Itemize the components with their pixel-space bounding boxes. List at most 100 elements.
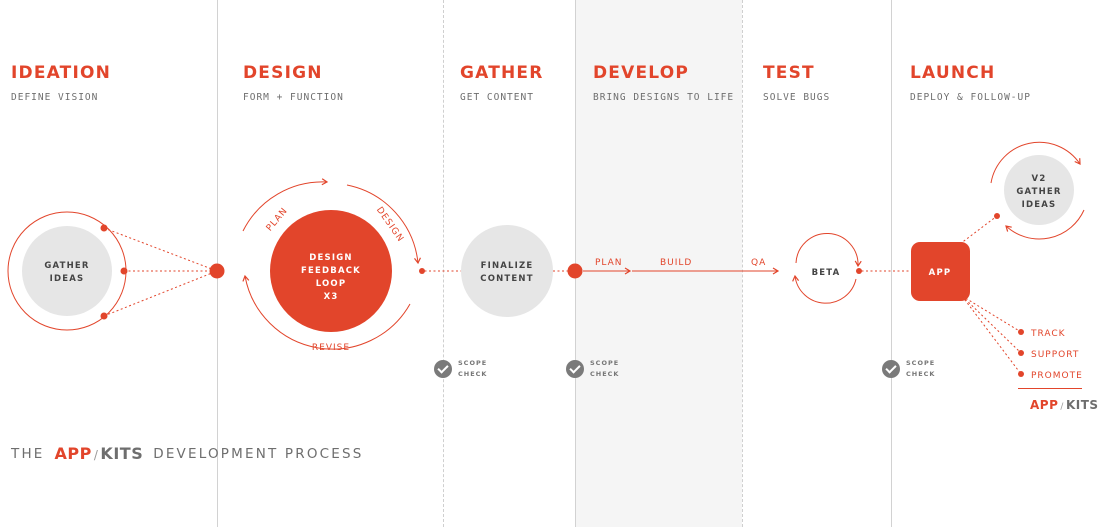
stage-title: IDEATION xyxy=(11,63,112,83)
stage-subtitle: GET CONTENT xyxy=(460,92,534,103)
loop-label-plan: PLAN xyxy=(265,206,290,234)
loop-arc-top xyxy=(242,178,329,232)
stage-subtitle: DEFINE VISION xyxy=(11,92,99,103)
scope-check-label: SCOPE CHECK xyxy=(458,358,487,380)
stage-title: DESIGN xyxy=(243,63,323,83)
stage-title: TEST xyxy=(763,63,815,83)
logo-kits: KITS xyxy=(100,444,144,463)
divider-gather-develop xyxy=(575,0,576,527)
loop-arc-right xyxy=(346,184,422,265)
footer-title: THE APP/KITS DEVELOPMENT PROCESS xyxy=(11,444,364,463)
node-label: GATHER xyxy=(1016,187,1061,197)
node-label: V2 xyxy=(1032,174,1047,184)
divider-design-gather xyxy=(443,0,444,527)
stage-develop: DEVELOP BRING DESIGNS TO LIFE xyxy=(593,62,734,103)
node-label: DESIGN xyxy=(309,253,352,263)
node-label: X3 xyxy=(324,292,339,302)
appkits-logo: APP/KITS xyxy=(1030,398,1099,412)
scope-check-label: SCOPE CHECK xyxy=(906,358,935,380)
node-label: IDEAS xyxy=(50,274,85,284)
stage-launch: LAUNCH DEPLOY & FOLLOW-UP xyxy=(910,62,1031,103)
ring-dot xyxy=(100,312,108,320)
stage-subtitle: DEPLOY & FOLLOW-UP xyxy=(910,92,1031,103)
small-dot xyxy=(1018,350,1024,356)
footer-brand-logo: APP/KITS xyxy=(55,444,144,463)
scope-line: CHECK xyxy=(906,370,936,378)
design-feedback-loop-node xyxy=(270,210,392,332)
scope-line: CHECK xyxy=(590,370,620,378)
launch-connectors xyxy=(961,295,1022,375)
stage-subtitle: FORM + FUNCTION xyxy=(243,92,344,103)
gather-ideas-node xyxy=(22,226,112,316)
logo-app: APP xyxy=(1030,398,1059,412)
develop-column-shade xyxy=(575,0,742,527)
small-dot xyxy=(856,268,862,274)
launch-item-promote: PROMOTE xyxy=(1031,371,1083,381)
launch-item-track: TRACK xyxy=(1030,329,1066,339)
small-dot xyxy=(1018,329,1024,335)
scope-check-develop: SCOPE CHECK xyxy=(566,358,619,380)
node-label: IDEAS xyxy=(1022,200,1057,210)
node-label: APP xyxy=(929,268,952,278)
node-label: CONTENT xyxy=(480,274,534,284)
junction-dot xyxy=(209,263,225,279)
small-dot xyxy=(994,213,1000,219)
ring-dot xyxy=(120,267,128,275)
check-icon xyxy=(566,360,584,378)
scope-line: CHECK xyxy=(458,370,488,378)
connector-dotted xyxy=(959,215,998,245)
app-node xyxy=(911,242,970,301)
beta-arc-top xyxy=(795,233,862,268)
node-label: BETA xyxy=(812,268,841,278)
scope-line: SCOPE xyxy=(906,359,936,367)
stage-subtitle: SOLVE BUGS xyxy=(763,92,831,103)
loop-arc-bottom xyxy=(242,274,411,350)
stage-title: DEVELOP xyxy=(593,63,690,83)
node-label: LOOP xyxy=(316,279,347,289)
stage-title: GATHER xyxy=(460,63,544,83)
flow-label-plan: PLAN xyxy=(595,258,623,268)
divider-develop-test xyxy=(742,0,743,527)
finalize-content-node xyxy=(461,225,553,317)
logo-slash: / xyxy=(93,448,99,462)
small-dot xyxy=(419,268,425,274)
logo-app: APP xyxy=(54,444,92,463)
junction-dot xyxy=(567,263,583,279)
logo-kits: KITS xyxy=(1065,398,1099,412)
node-label: FINALIZE xyxy=(481,261,534,271)
stage-subtitle: BRING DESIGNS TO LIFE xyxy=(593,92,735,103)
logo-slash: / xyxy=(1060,402,1064,412)
v2-arc-top xyxy=(990,141,1081,184)
scope-check-launch: SCOPE CHECK xyxy=(882,358,935,380)
stage-design: DESIGN FORM + FUNCTION xyxy=(243,62,344,103)
scope-line: SCOPE xyxy=(590,359,620,367)
v2-arc-bottom xyxy=(1005,209,1085,240)
divider-ideation-design xyxy=(217,0,218,527)
flow-label-build: BUILD xyxy=(660,258,692,268)
stage-ideation: IDEATION DEFINE VISION xyxy=(11,62,111,103)
divider-test-launch xyxy=(891,0,892,527)
beta-arc-bottom xyxy=(792,274,857,304)
ring-dot xyxy=(100,224,108,232)
beta-node xyxy=(795,240,857,302)
ideation-connectors xyxy=(103,227,218,317)
check-icon xyxy=(882,360,900,378)
loop-label-revise: REVISE xyxy=(312,343,350,353)
v2-node xyxy=(1004,155,1074,225)
stage-test: TEST SOLVE BUGS xyxy=(763,62,830,103)
scope-check-label: SCOPE CHECK xyxy=(590,358,619,380)
footer-suffix: DEVELOPMENT PROCESS xyxy=(153,445,364,462)
check-icon xyxy=(434,360,452,378)
small-dot xyxy=(1018,371,1024,377)
scope-line: SCOPE xyxy=(458,359,488,367)
stage-title: LAUNCH xyxy=(910,63,996,83)
logo-rule xyxy=(1018,388,1082,389)
node-label: GATHER xyxy=(44,261,89,271)
node-label: FEEDBACK xyxy=(301,266,361,276)
scope-check-gather: SCOPE CHECK xyxy=(434,358,487,380)
flow-label-qa: QA xyxy=(751,258,766,268)
stage-gather: GATHER GET CONTENT xyxy=(460,62,544,103)
footer-prefix: THE xyxy=(11,445,45,462)
launch-item-support: SUPPORT xyxy=(1031,350,1079,360)
